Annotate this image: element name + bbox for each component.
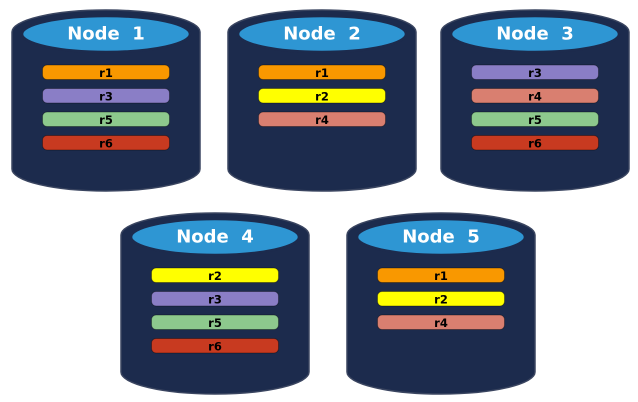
- replica-bar-r2: [258, 88, 386, 104]
- replica-bar-r5: [471, 111, 599, 127]
- replica-bars: r1 r2 r4: [377, 267, 505, 330]
- replica-label: r1: [99, 66, 113, 80]
- replica-bar-r6: [42, 135, 170, 151]
- replica-bar-r4: [258, 111, 386, 127]
- replica-bar-r2: [151, 267, 279, 283]
- replica-bar-r5: [151, 314, 279, 330]
- replica-bar-r3: [151, 291, 279, 307]
- node-title: Node 5: [402, 227, 480, 248]
- database-cylinder-top: [236, 14, 408, 54]
- replica-label: r5: [528, 113, 542, 127]
- database-cylinder-top: [20, 14, 192, 54]
- replica-bars: r1 r3 r5 r6: [42, 64, 170, 151]
- node-2: Node 2 r1 r2 r4: [227, 9, 417, 193]
- replica-bar-r2: [377, 291, 505, 307]
- replica-label: r2: [315, 89, 329, 103]
- node-1: Node 1 r1 r3 r5 r6: [11, 9, 201, 193]
- replica-bar-r4: [471, 88, 599, 104]
- replica-label: r5: [208, 316, 222, 330]
- node-3: Node 3 r3 r4 r5 r6: [440, 9, 630, 193]
- database-cylinder-top: [355, 217, 527, 257]
- replica-bar-r5: [42, 111, 170, 127]
- node-title: Node 1: [67, 24, 145, 45]
- replica-label: r2: [208, 269, 222, 283]
- replica-bar-r3: [42, 88, 170, 104]
- replica-bar-r6: [151, 338, 279, 354]
- database-cylinder-top: [449, 14, 621, 54]
- replica-label: r4: [528, 89, 542, 103]
- replica-label: r3: [99, 89, 113, 103]
- replica-label: r6: [528, 136, 542, 150]
- replica-label: r4: [315, 113, 329, 127]
- replica-bars: r2 r3 r5 r6: [151, 267, 279, 354]
- node-5: Node 5 r1 r2 r4: [346, 212, 536, 396]
- replica-bar-r1: [377, 267, 505, 283]
- replica-label: r3: [528, 66, 542, 80]
- replica-label: r2: [434, 292, 448, 306]
- replica-bar-r3: [471, 64, 599, 80]
- replica-bars: r1 r2 r4: [258, 64, 386, 127]
- replica-label: r6: [99, 136, 113, 150]
- node-title: Node 3: [496, 24, 574, 45]
- replica-bar-r1: [258, 64, 386, 80]
- node-4: Node 4 r2 r3 r5 r6: [120, 212, 310, 396]
- node-title: Node 4: [176, 227, 254, 248]
- replica-label: r4: [434, 316, 448, 330]
- replica-label: r6: [208, 339, 222, 353]
- replica-label: r5: [99, 113, 113, 127]
- replica-label: r3: [208, 292, 222, 306]
- database-cylinder-top: [129, 217, 301, 257]
- replica-label: r1: [434, 269, 448, 283]
- replica-label: r1: [315, 66, 329, 80]
- replica-bar-r6: [471, 135, 599, 151]
- replica-bar-r1: [42, 64, 170, 80]
- replica-bar-r4: [377, 314, 505, 330]
- node-title: Node 2: [283, 24, 361, 45]
- replica-bars: r3 r4 r5 r6: [471, 64, 599, 151]
